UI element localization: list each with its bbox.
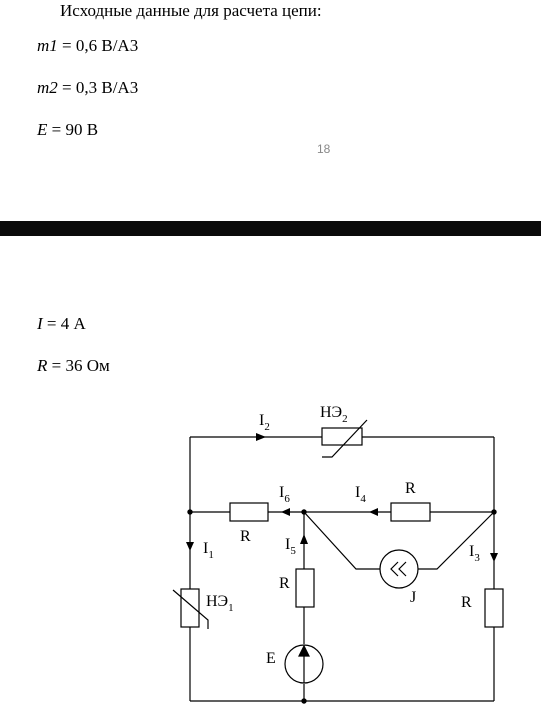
page-heading: Исходные данные для расчета цепи: [60,1,322,20]
label-r-top: R [405,480,416,497]
node-center [301,509,307,515]
param-R-value: = 36 Ом [47,356,110,375]
label-i6: I6 [279,484,290,505]
label-e: E [266,650,276,667]
param-E: E = 90 В [37,120,98,140]
resistor-mid-left [229,502,269,522]
label-i3: I3 [469,543,480,564]
label-i4: I4 [355,484,366,505]
voltage-source-arrowhead [298,644,310,657]
page-number: 18 [317,142,331,156]
param-E-value: = 90 В [47,120,99,139]
nonlinear-element-1 [180,588,200,628]
node-right [491,509,497,515]
node-bottom [301,698,307,704]
label-r-mid: R [240,528,251,545]
param-I-value: = 4 А [42,314,86,333]
label-ne2: НЭ2 [320,404,348,425]
arrow-i3 [490,553,498,562]
node-left [187,509,193,515]
param-m2-value: = 0,3 В/А3 [57,78,139,97]
param-m1: m1 = 0,6 В/А3 [37,36,138,56]
param-R-var: R [37,356,48,375]
arrow-i5 [300,534,308,544]
page-separator [0,221,541,236]
resistor-top-right [390,502,431,522]
label-i5: I5 [285,536,296,557]
label-ne1: НЭ1 [206,593,234,614]
label-r-vert: R [279,575,290,592]
resistor-center [295,568,315,608]
wire-source-j [303,511,495,570]
resistor-right [484,588,504,628]
label-i1: I1 [203,540,214,561]
label-r-right: R [461,594,472,611]
arrow-i6 [281,508,290,516]
arrow-i2 [256,433,266,441]
label-i2: I2 [259,412,270,433]
arrow-i4 [369,508,378,516]
param-I-var: I [37,314,43,333]
current-source-arrow [390,561,407,577]
nonlinear-mark-1 [172,589,209,629]
label-j: J [410,589,416,606]
nonlinear-mark-2 [322,419,368,458]
param-m2-var: m2 [37,78,58,97]
arrow-i1 [186,542,194,551]
param-R: R = 36 Ом [37,356,110,376]
param-m1-var: m1 [37,36,58,55]
param-m2: m2 = 0,3 В/А3 [37,78,138,98]
param-E-var: E [37,120,48,139]
nonlinear-element-2 [321,427,363,446]
param-m1-value: = 0,6 В/А3 [57,36,139,55]
param-I: I = 4 А [37,314,86,334]
